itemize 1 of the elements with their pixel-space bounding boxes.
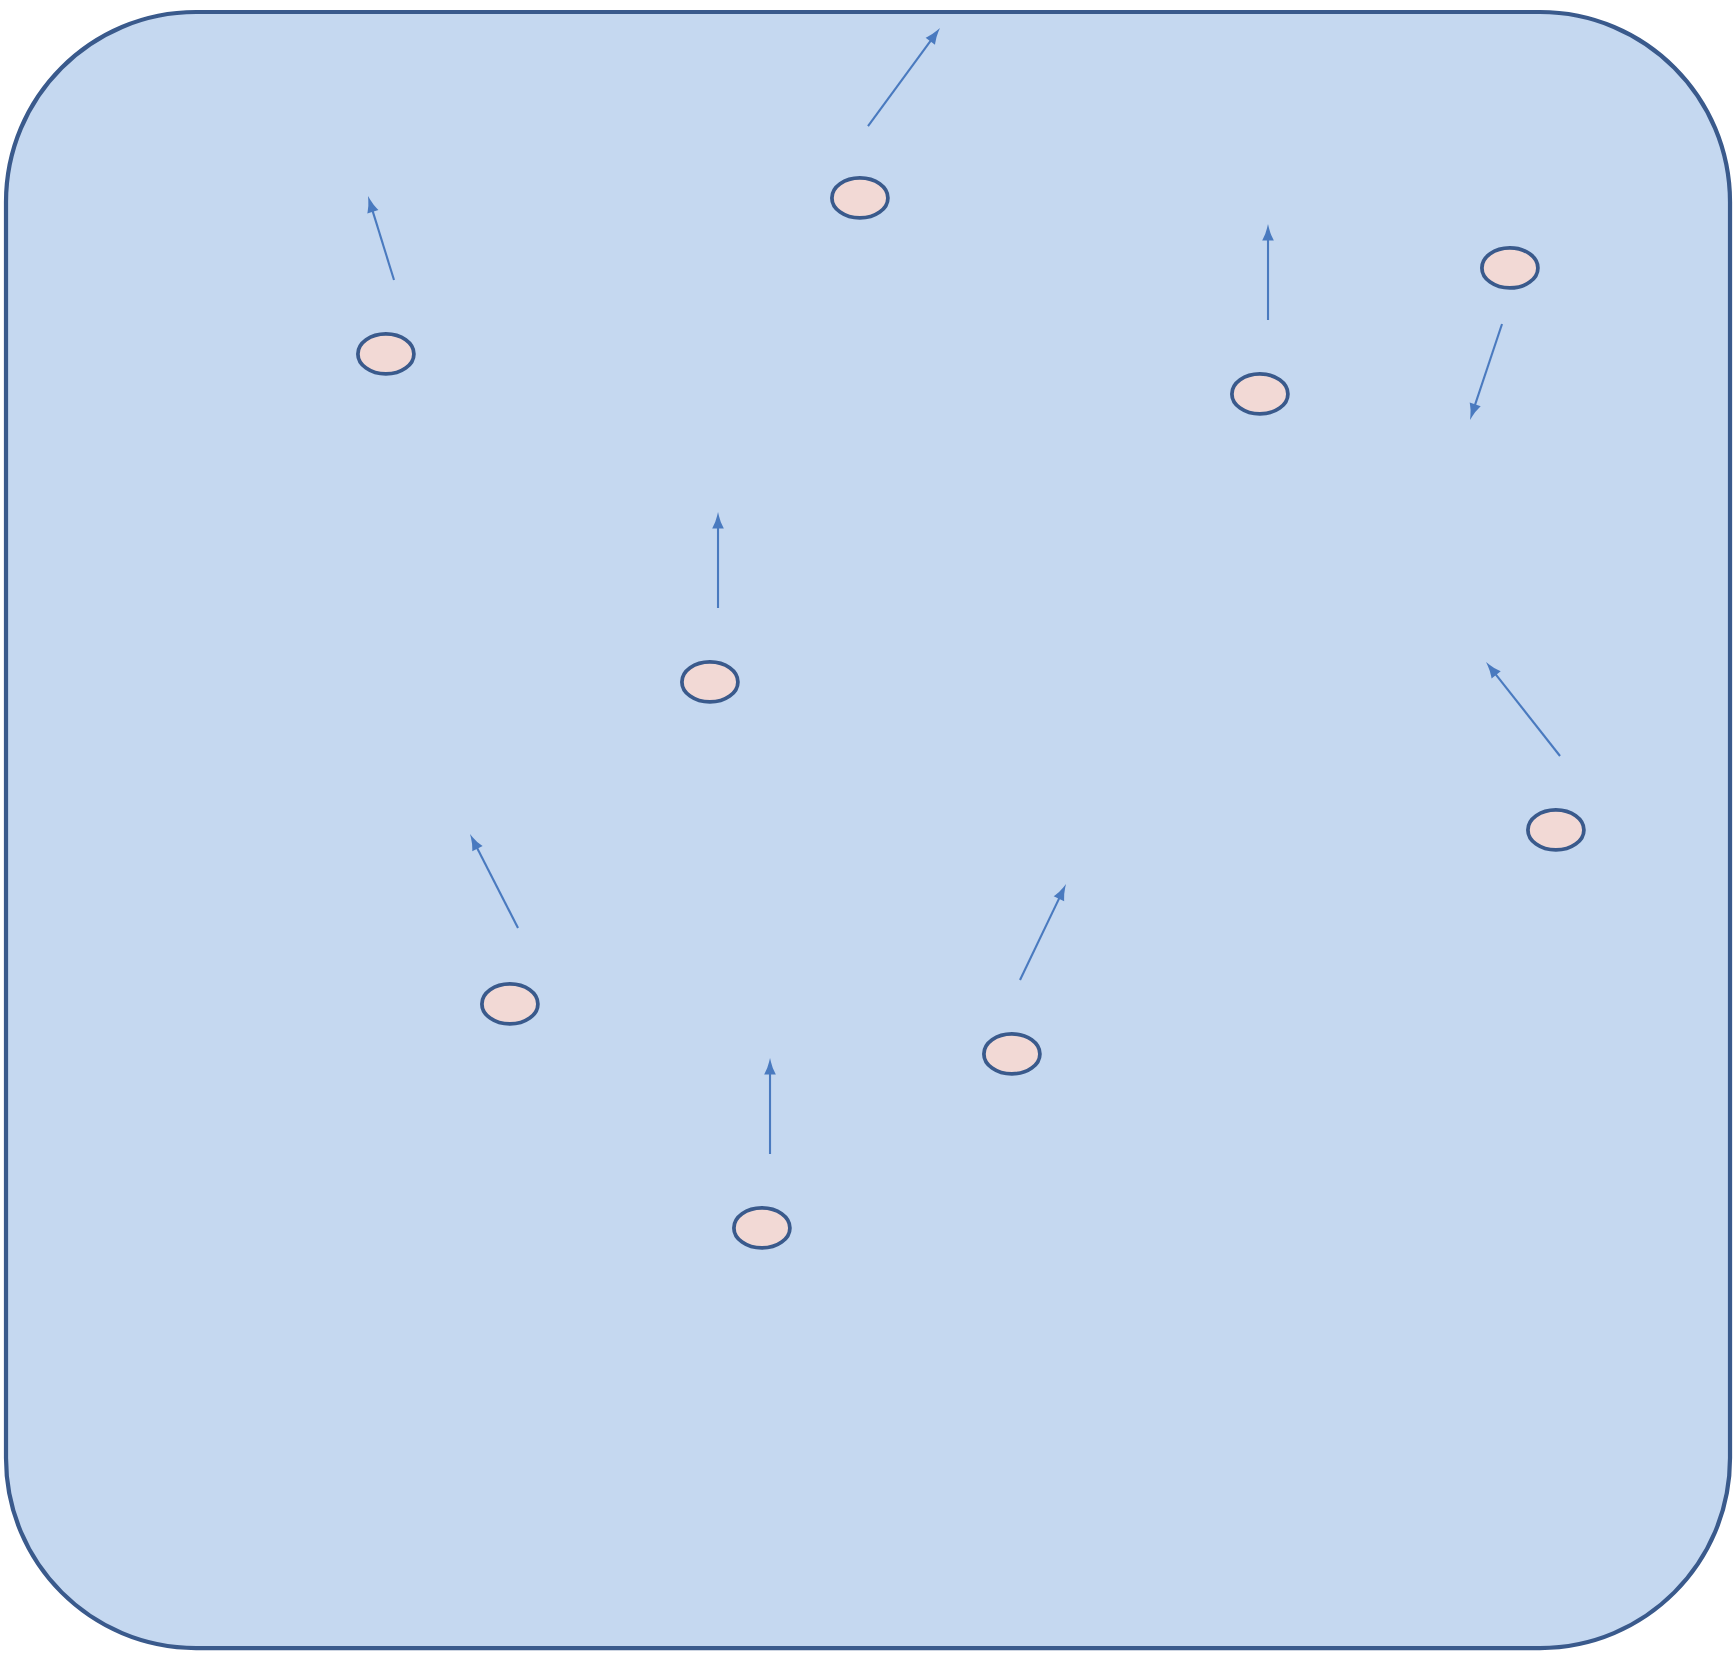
container-box (3, 9, 1733, 1651)
